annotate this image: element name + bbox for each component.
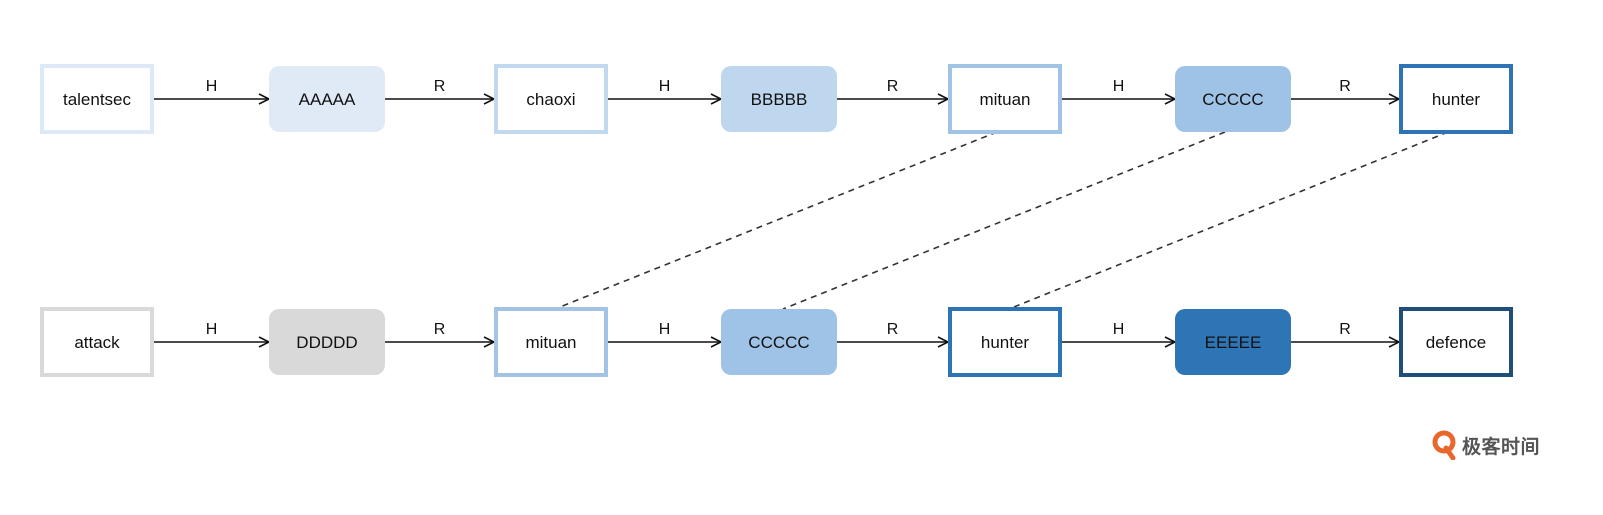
- node-label: talentsec: [63, 90, 132, 109]
- edge-h: H: [608, 78, 721, 99]
- node-ccccc: CCCCC: [1175, 66, 1291, 132]
- watermark: 极客时间: [1432, 428, 1540, 462]
- edge-label: R: [887, 78, 899, 95]
- node-label: EEEEE: [1205, 333, 1262, 352]
- node-box: [40, 307, 154, 377]
- edge-label: H: [659, 321, 671, 338]
- node-mituan: mituan: [948, 64, 1062, 134]
- node-label: chaoxi: [526, 90, 575, 109]
- node-label: hunter: [981, 333, 1030, 352]
- edge-r: R: [1291, 321, 1399, 342]
- node-hunter: hunter: [948, 307, 1062, 377]
- node-chaoxi: chaoxi: [494, 64, 608, 134]
- node-label: defence: [1426, 333, 1487, 352]
- edge-h: H: [154, 321, 269, 342]
- node-talentsec: talentsec: [40, 64, 154, 134]
- edge-label: H: [1113, 321, 1125, 338]
- node-mituan: mituan: [494, 307, 608, 377]
- node-label: DDDDD: [296, 333, 357, 352]
- edge-r: R: [837, 78, 948, 99]
- node-box: [494, 307, 608, 377]
- edge-h: H: [608, 321, 721, 342]
- dashed-link: [554, 131, 998, 310]
- edge-h: H: [154, 78, 269, 99]
- node-defence: defence: [1399, 307, 1513, 377]
- node-ddddd: DDDDD: [269, 309, 385, 375]
- edge-label: R: [434, 78, 446, 95]
- node-box: [948, 64, 1062, 134]
- node-aaaaa: AAAAA: [269, 66, 385, 132]
- node-attack: attack: [40, 307, 154, 377]
- node-bbbbb: BBBBB: [721, 66, 837, 132]
- node-box: [721, 66, 837, 132]
- edge-h: H: [1062, 78, 1175, 99]
- edge-r: R: [1291, 78, 1399, 99]
- node-hunter: hunter: [1399, 64, 1513, 134]
- edge-label: H: [206, 321, 218, 338]
- node-ccccc: CCCCC: [721, 309, 837, 375]
- edge-h: H: [1062, 321, 1175, 342]
- geektime-logo-icon: [1432, 430, 1456, 460]
- node-eeeee: EEEEE: [1175, 309, 1291, 375]
- edge-label: H: [659, 78, 671, 95]
- edge-r: R: [385, 78, 494, 99]
- node-box: [269, 66, 385, 132]
- edges: H R H R H R H R H R H R: [154, 78, 1399, 342]
- edge-r: R: [385, 321, 494, 342]
- edge-r: R: [837, 321, 948, 342]
- edge-label: H: [1113, 78, 1125, 95]
- node-label: BBBBB: [751, 90, 808, 109]
- node-label: AAAAA: [299, 90, 356, 109]
- node-box: [1175, 66, 1291, 132]
- node-label: mituan: [525, 333, 576, 352]
- watermark-text: 极客时间: [1462, 435, 1541, 458]
- dashed-link: [1008, 131, 1449, 310]
- node-box: [948, 307, 1062, 377]
- edge-label: R: [1339, 321, 1351, 338]
- edge-label: R: [434, 321, 446, 338]
- node-label: CCCCC: [1202, 90, 1263, 109]
- node-box: [1175, 309, 1291, 375]
- node-label: hunter: [1432, 90, 1481, 109]
- node-label: attack: [74, 333, 120, 352]
- node-box: [1399, 307, 1513, 377]
- node-box: [40, 64, 154, 134]
- edge-label: R: [887, 321, 899, 338]
- node-label: mituan: [979, 90, 1030, 109]
- edge-label: H: [206, 78, 218, 95]
- node-label: CCCCC: [748, 333, 809, 352]
- node-box: [721, 309, 837, 375]
- node-box: [494, 64, 608, 134]
- edge-label: R: [1339, 78, 1351, 95]
- dashed-link: [782, 131, 1226, 310]
- node-box: [269, 309, 385, 375]
- dashed-links: [554, 131, 1449, 310]
- node-box: [1399, 64, 1513, 134]
